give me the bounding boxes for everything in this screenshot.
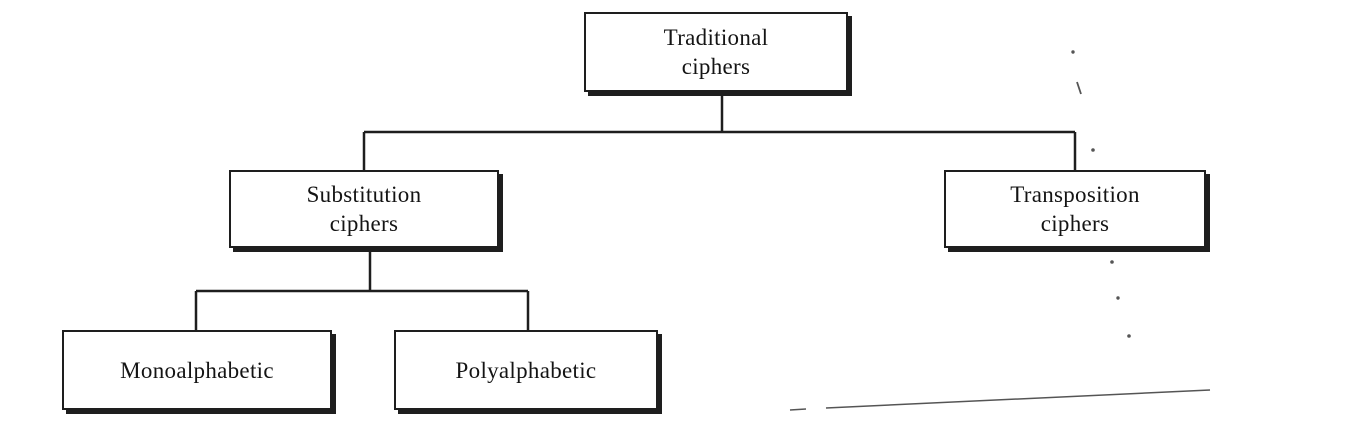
node-label: Substitution ciphers xyxy=(306,182,422,236)
scan-speck xyxy=(1076,81,1082,95)
scan-streak-dash xyxy=(789,408,807,411)
node-label: Polyalphabetic xyxy=(455,357,597,383)
scan-dot xyxy=(1071,50,1075,54)
scan-dot xyxy=(1116,296,1120,300)
scan-dot xyxy=(1091,148,1095,152)
node-label: Transposition ciphers xyxy=(1010,182,1140,236)
node-transposition-ciphers: Transposition ciphers xyxy=(944,170,1206,248)
node-traditional-ciphers: Traditional ciphers xyxy=(584,12,848,92)
scan-dot xyxy=(1110,260,1114,264)
scan-streak xyxy=(825,389,1211,409)
node-label: Traditional ciphers xyxy=(663,25,769,79)
node-polyalphabetic: Polyalphabetic xyxy=(394,330,658,410)
node-monoalphabetic: Monoalphabetic xyxy=(62,330,332,410)
scan-dot xyxy=(1127,334,1131,338)
node-label: Monoalphabetic xyxy=(120,357,274,383)
node-substitution-ciphers: Substitution ciphers xyxy=(229,170,499,248)
